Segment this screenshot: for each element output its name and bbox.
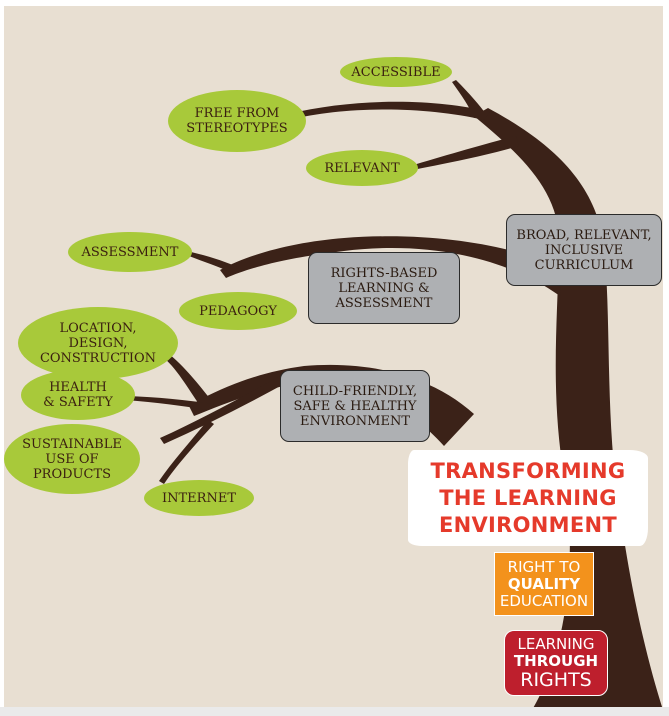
branch-location	[164, 354, 214, 411]
branch-accessible	[452, 80, 486, 118]
branch-relevant	[410, 136, 519, 170]
leaf-pedagogy: PEDAGOGY	[179, 292, 297, 330]
badge-learning-through-rights: LEARNING THROUGH RIGHTS	[504, 630, 608, 696]
box-rights-based: RIGHTS-BASED LEARNING & ASSESSMENT	[308, 252, 460, 324]
branch-sustainable	[160, 376, 284, 444]
title-banner: TRANSFORMING THE LEARNING ENVIRONMENT	[408, 450, 648, 546]
badge-rights-line-2: THROUGH	[513, 651, 599, 670]
branch-rights-based	[220, 236, 562, 296]
title-line-3: ENVIRONMENT	[438, 512, 618, 537]
diagram-canvas: ACCESSIBLE FREE FROM STEREOTYPES RELEVAN…	[4, 6, 663, 710]
title-line-1: TRANSFORMING	[430, 458, 626, 483]
branch-health	[126, 396, 214, 410]
box-curriculum: BROAD, RELEVANT, INCLUSIVE CURRICULUM	[506, 214, 662, 286]
badge-rights-line-1: LEARNING	[517, 634, 595, 653]
leaf-sustainable-use: SUSTAINABLE USE OF PRODUCTS	[4, 424, 140, 494]
leaf-relevant: RELEVANT	[306, 150, 418, 186]
tree-trunk	[474, 108, 663, 710]
branch-internet	[159, 420, 214, 484]
badge-right-to-quality-education: RIGHT TO QUALITY EDUCATION	[494, 552, 594, 616]
bottom-divider	[0, 707, 669, 716]
leaf-internet: INTERNET	[144, 480, 254, 516]
badge-quality-line-1: RIGHT TO	[507, 557, 581, 576]
branch-free-from-stereotypes	[288, 101, 490, 120]
badge-quality-line-2: QUALITY	[507, 574, 581, 593]
branch-assessment	[189, 252, 240, 274]
leaf-health-safety: HEALTH & SAFETY	[21, 370, 135, 420]
leaf-accessible: ACCESSIBLE	[340, 57, 452, 87]
leaf-assessment: ASSESSMENT	[68, 232, 192, 272]
leaf-free-from-stereotypes: FREE FROM STEREOTYPES	[168, 90, 306, 152]
leaf-location-design-construction: LOCATION, DESIGN, CONSTRUCTION	[18, 307, 178, 379]
badge-rights-line-3: RIGHTS	[520, 668, 592, 691]
box-child-friendly: CHILD-FRIENDLY, SAFE & HEALTHY ENVIRONME…	[280, 370, 430, 442]
title-line-2: THE LEARNING	[439, 485, 617, 510]
badge-quality-line-3: EDUCATION	[499, 591, 589, 610]
